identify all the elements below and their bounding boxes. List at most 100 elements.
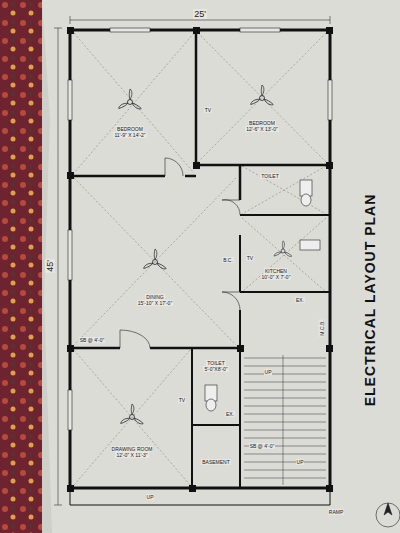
plan-stroke [67, 27, 74, 34]
plan-stroke [74, 33, 194, 173]
plan-stroke [244, 406, 326, 407]
doors [120, 158, 240, 348]
room-diagonals [74, 33, 326, 485]
plan-stroke [206, 399, 216, 411]
plan-stroke [376, 503, 400, 527]
room: BEDROOM12'-6" X 13'-0" [245, 120, 279, 132]
plan-label: UP [296, 459, 305, 465]
room: TOILET5'-0"X8'-0" [203, 360, 228, 372]
room-size: 5'-0"X8'-0" [203, 366, 228, 372]
plan-stroke [244, 382, 326, 383]
plan-stroke [74, 33, 194, 173]
plan-label: EX. [295, 297, 305, 303]
windows [68, 28, 332, 430]
plan-stroke [198, 33, 326, 162]
plan-label: TV [178, 397, 186, 403]
plan-label: TV [246, 255, 254, 261]
plan-label: EX. [225, 411, 235, 417]
plan-stroke [250, 85, 274, 106]
plan-stroke [198, 33, 326, 162]
plan-stroke [244, 454, 326, 455]
plan-stroke [68, 80, 72, 120]
plan-stroke [143, 249, 167, 270]
plan-stroke [239, 165, 242, 200]
plan-stroke [239, 348, 241, 488]
plan-stroke [110, 28, 150, 32]
plan-label: SB @ 4'-0" [79, 337, 105, 343]
plan-label: TV [204, 107, 212, 113]
plan-label: 25' [193, 9, 207, 19]
plan-stroke [242, 218, 326, 292]
wc [205, 180, 320, 411]
plan-stroke [242, 166, 326, 214]
plan-stroke [244, 390, 326, 391]
room: DINING15'-10" X 17'-0" [137, 294, 173, 306]
room-size: 11'-9" X 14'-2" [113, 132, 146, 138]
room-size: 15'-10" X 17'-0" [137, 300, 173, 306]
plan-stroke [326, 345, 333, 352]
plan-stroke [326, 162, 333, 169]
plan-stroke [74, 350, 190, 485]
plan-label: B.C. [222, 257, 234, 263]
walls [70, 30, 330, 505]
plan-label: 45' [45, 259, 55, 273]
plan-stroke [240, 214, 330, 216]
plan-stroke [326, 27, 333, 34]
plan-stroke [193, 162, 200, 169]
columns [67, 27, 333, 492]
room: DRAWING ROOM12'-0" X 11'-3" [111, 446, 154, 458]
plan-stroke [244, 470, 326, 471]
plan-stroke [244, 374, 326, 375]
plan-stroke [328, 80, 332, 120]
staircase [244, 355, 326, 485]
plan-stroke [193, 27, 200, 34]
room-size: 12'-6" X 13'-0" [245, 126, 279, 132]
plan-label: M.C.B. [319, 319, 325, 336]
plan-stroke [74, 178, 236, 345]
plan-stroke [240, 28, 280, 32]
plan-stroke [384, 503, 392, 515]
plan-stroke [150, 347, 240, 350]
plan-stroke [244, 478, 326, 479]
plan-stroke [54, 505, 62, 506]
plan-stroke [67, 345, 74, 352]
room: BASEMENT [201, 459, 231, 465]
plan-stroke [239, 235, 241, 292]
plan-stroke [118, 89, 142, 110]
plan-stroke [326, 485, 333, 492]
plan-stroke [165, 158, 183, 176]
plan-stroke [191, 348, 193, 488]
plan-stroke [239, 310, 241, 345]
room: TOILET [260, 173, 279, 179]
plan-title: ELECTRICAL LAYOUT PLAN [362, 194, 378, 407]
plan-stroke [58, 28, 59, 505]
plan-stroke [283, 355, 284, 485]
plan-stroke [70, 20, 330, 21]
room-size: 12'-0" X 11'-3" [115, 452, 148, 458]
plan-stroke [67, 172, 74, 179]
plan-stroke [70, 175, 165, 178]
plan-stroke [70, 30, 330, 488]
plan-stroke [222, 200, 240, 215]
plan-stroke [70, 347, 120, 350]
plan-stroke [301, 194, 311, 206]
plan-stroke [244, 430, 326, 431]
plan-stroke [244, 366, 326, 367]
plan-stroke [244, 358, 326, 359]
plan-stroke [330, 16, 331, 24]
plan-stroke [242, 218, 326, 292]
plan-stroke [244, 398, 326, 399]
plan-stroke [240, 291, 330, 293]
room-name: TOILET [260, 173, 279, 179]
plan-stroke [120, 404, 144, 425]
plan-stroke [120, 330, 150, 348]
plan-stroke [68, 390, 72, 430]
plan-label: UP [264, 369, 273, 375]
plan-stroke [222, 292, 240, 310]
plan-label: RAMP [328, 509, 344, 515]
plan-stroke [273, 241, 292, 258]
plan-stroke [185, 175, 196, 178]
plan-stroke [242, 166, 326, 214]
